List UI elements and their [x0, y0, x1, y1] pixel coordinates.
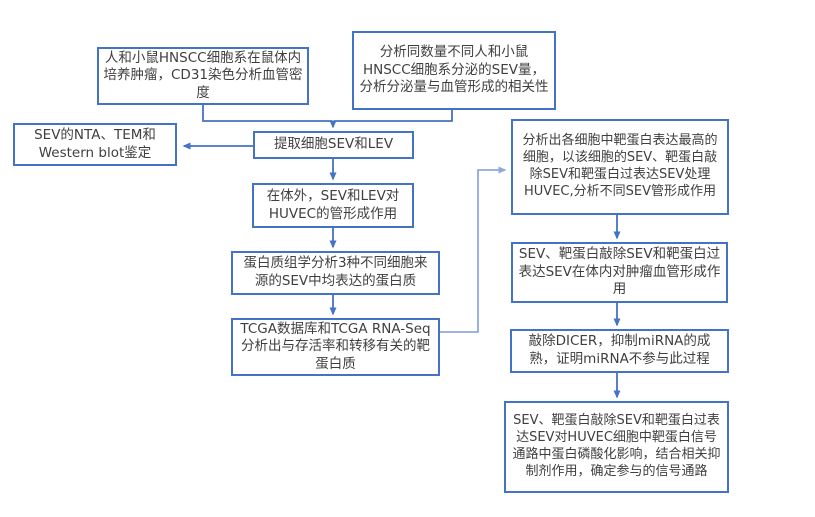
node-proteomics: 蛋白质组学分析3种不同细胞来源的SEV中均表达的蛋白质 — [231, 251, 440, 295]
node-in-vitro-tube: 在体外，SEV和LEV对HUVEC的管形成作用 — [252, 183, 414, 228]
node-dicer-mirna: 敲除DICER，抑制miRNA的成熟，证明miRNA不参与此过程 — [510, 329, 729, 373]
connector-secretion-to-extract — [334, 110, 453, 122]
node-target-cell-analysis: 分析出各细胞中靶蛋白表达最高的细胞，以该细胞的SEV、靶蛋白敲除SEV和靶蛋白过… — [511, 119, 729, 215]
node-sev-identification: SEV的NTA、TEM和Western blot鉴定 — [13, 123, 177, 166]
node-extract-sev-lev: 提取细胞SEV和LEV — [253, 131, 414, 159]
connector-tcga-to-targetcell — [440, 166, 507, 333]
connector-tumor-to-extract — [202, 105, 332, 122]
node-tcga: TCGA数据库和TCGA RNA-Seq分析出与存活率和转移有关的靶蛋白质 — [231, 318, 440, 376]
node-in-vivo-angiogenesis: SEV、靶蛋白敲除SEV和靶蛋白过表达SEV在体内对肿瘤血管形成作用 — [511, 242, 728, 303]
node-tumor-cd31: 人和小鼠HNSCC细胞系在鼠体内培养肿瘤，CD31染色分析血管密度 — [97, 47, 309, 105]
node-signal-pathway: SEV、靶蛋白敲除SEV和靶蛋白过表达SEV对HUVEC细胞中靶蛋白信号通路中蛋… — [504, 401, 729, 493]
node-sev-secretion: 分析同数量不同人和小鼠HNSCC细胞系分泌的SEV量，分析分泌量与血管形成的相关… — [352, 31, 556, 110]
